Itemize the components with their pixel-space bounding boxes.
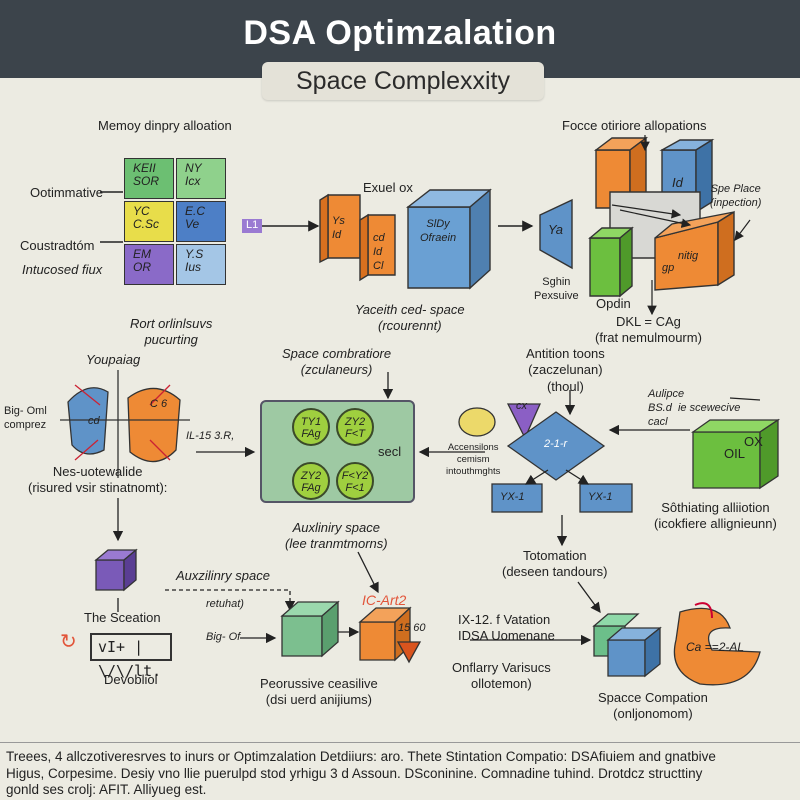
bottom-left-shapes — [94, 548, 138, 592]
grid-cell-1: KEII SOR — [124, 158, 174, 199]
side-label-intucosed: Intucosed fiux — [22, 262, 103, 277]
grid-cell-5: EM OR — [124, 244, 174, 285]
diamond-label: 2-1-r — [544, 438, 568, 450]
circle-ty1: TY1 FAg — [292, 408, 330, 446]
circle-zy2-bottom: ZY2 FAg — [292, 462, 330, 500]
cube-label-3: SlDy Ofraein — [420, 218, 457, 244]
circle-fky2: F<Y2 F<1 — [336, 462, 374, 500]
retuhat-label: retuhat) — [206, 598, 244, 610]
circle-zy2-top: ZY2 F<T — [336, 408, 374, 446]
exuel-label: Exuel ox — [363, 180, 413, 195]
center-secl: secl — [378, 444, 402, 459]
mid-right-tag: Aulipce BS.d ie scewecive cacl — [648, 388, 741, 428]
top-center-caption: Yaceith ced- space (rcourennt) — [355, 302, 465, 334]
left-box-yx1: YX-1 — [500, 491, 525, 503]
bottom-center-heading: Auxzilinry space — [176, 568, 270, 583]
cube-label-1: Ys Id — [332, 215, 345, 241]
memory-allocation-heading: Memoy dinpry alloation — [98, 118, 232, 133]
mid-left-arrows — [112, 446, 256, 542]
waveform-box: vI+ | \/\/lt. — [90, 633, 172, 680]
totomation-label: Totomation (deseen tandours) — [502, 548, 608, 580]
footer-line-3: gonld ses crolj: AFIT. Alliyueg est. — [6, 782, 207, 797]
center-arrows — [357, 372, 576, 594]
bottom-center-caption: Peorussive ceasilive (dsi uerd anijiums) — [260, 676, 378, 708]
mid-right-heading: Antition toons (zaczelunan) (thoul) — [526, 346, 605, 394]
mid-center-heading: Space combratiore (zculaneurs) — [282, 346, 392, 378]
big-of-label: Big- Of — [206, 631, 241, 643]
mid-left-arrow-label: IL-15 3.R, — [186, 430, 235, 442]
green-box-oil: OIL — [724, 446, 745, 461]
footer-line-2: Higus, Corpesime. Desiy vno llie puerulp… — [6, 765, 703, 781]
page-subtitle: Space Complexxity — [262, 62, 544, 100]
grid-cell-3: YC C.Sc — [124, 201, 174, 242]
grid-cell-6: Y.S Ius — [176, 244, 226, 285]
ic-art2-label: IC-Art2 — [362, 592, 407, 608]
l1-tag: L1 — [242, 219, 263, 233]
top-center-cubes — [319, 188, 492, 290]
devobliol-caption: Devobliol — [104, 672, 158, 687]
top-right-nitig: nitig — [678, 250, 699, 262]
mid-left-side: Big- Oml comprez — [4, 405, 47, 431]
cube-label-2: cd Id Cl — [373, 232, 385, 272]
mid-left-shapes — [60, 370, 190, 478]
side-label-ootimmative: Ootimmative — [30, 185, 103, 200]
grid-cell-2: NY Icx — [176, 158, 226, 199]
top-right-left-note: Sghin Pexsuive — [534, 276, 579, 302]
mid-right-notes: Accensilons cemism intouthmghts — [446, 442, 501, 477]
green-box-ox: OX — [744, 434, 763, 449]
top-left-connectors — [100, 191, 534, 243]
side-label-coustradtom: Coustradtóm — [20, 238, 95, 253]
mid-left-title: Youpaiag — [86, 352, 141, 367]
top-right-blue-label: Id — [672, 175, 683, 190]
bottom-right-caption: Spacce Compation (onljonomom) — [598, 690, 708, 722]
curl-label: Ca ==2-AL — [686, 640, 745, 654]
mid-left-orange-label: C 6 — [150, 398, 168, 410]
top-right-prism-label: Ya — [548, 222, 563, 237]
top-right-heading: Focce otiriore allopations — [562, 118, 707, 133]
footer-text: Treees, 4 allczotiveresrves to inurs or … — [0, 742, 800, 800]
mid-right-arrows — [524, 397, 761, 614]
grid-cell-4: E.C Ve — [176, 201, 226, 242]
bottom-right-shapes — [592, 602, 761, 686]
footer-line-1: Treees, 4 allczotiveresrves to inurs or … — [6, 749, 716, 764]
cx-bubble: cx — [516, 400, 527, 412]
top-right-formula: DKL = CAg (frat nemulmourm) — [595, 314, 702, 346]
top-right-side-note: Spe Place (inpection) — [710, 183, 762, 209]
bottom-left-arrows — [117, 589, 360, 644]
top-right-cluster — [539, 136, 735, 298]
mid-right-shapes — [458, 403, 781, 513]
bottom-center-shapes — [280, 600, 422, 664]
top-right-opdin: Opdin — [596, 296, 631, 311]
top-right-gp: gp — [662, 262, 675, 274]
mid-left-caption: Nes-uotewalide (risured vsir stinatnomt)… — [28, 464, 168, 496]
onflarry-label: Onflarry Varisucs ollotemon) — [452, 660, 551, 692]
mid-center-caption: Auxliniry space (lee tranmtmorns) — [285, 520, 388, 552]
refresh-icon: ↻ — [60, 631, 77, 653]
page-title: DSA Optimzalation — [243, 14, 557, 52]
top-right-arrows — [611, 135, 751, 316]
rort-caption: Rort orlinlsuvs pucurting — [130, 316, 213, 348]
orange-cube-label: 15 60 — [398, 622, 426, 634]
mid-right-caption: Sôthiating alliiotion (icokfiere alligni… — [654, 500, 777, 532]
the-sceation-label: The Sceation — [84, 610, 161, 625]
vatation-list: IX-12. f Vatation IDSA Uomenane — [458, 612, 555, 644]
mid-left-blue-label: cd — [88, 415, 100, 427]
right-box-yx1: YX-1 — [588, 491, 613, 503]
